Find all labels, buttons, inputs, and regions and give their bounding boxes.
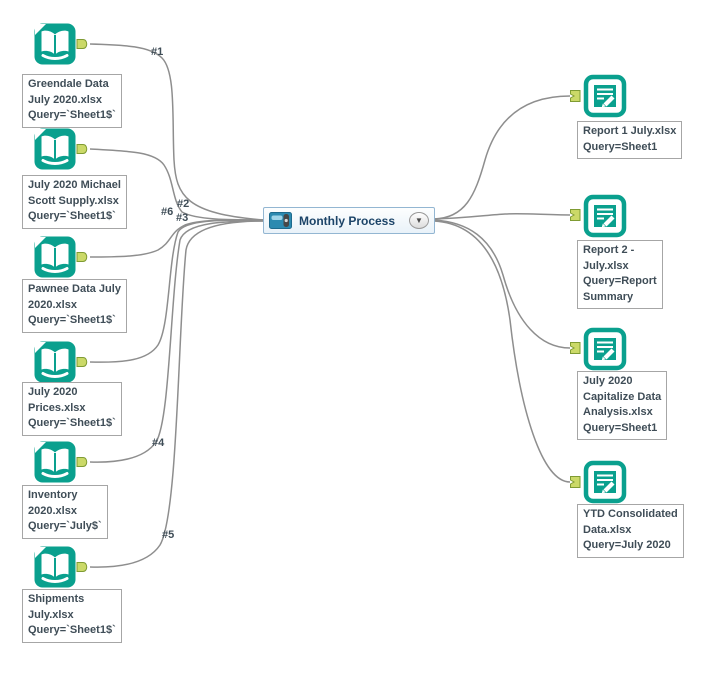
output-anchor[interactable] [76, 37, 90, 51]
annotation-line: Shipments [28, 593, 85, 605]
connection-line[interactable] [89, 220, 265, 568]
output-anchor[interactable] [76, 560, 90, 574]
annotation-line: Greendale Data [28, 78, 109, 90]
input-anchor[interactable] [568, 89, 582, 103]
annotation-line: Pawnee Data July [28, 283, 121, 295]
input-anchor[interactable] [568, 208, 582, 222]
report-pencil-icon [583, 327, 627, 371]
annotation-line: Query=`July$` [28, 520, 102, 532]
output-anchor[interactable] [76, 142, 90, 156]
annotation-line: Query=Sheet1 [583, 421, 658, 434]
annotation-line: YTD Consolidated [583, 508, 678, 520]
input-data-tool[interactable] [33, 127, 77, 171]
book-icon [34, 23, 76, 65]
book-icon [34, 236, 76, 278]
annotation-line: Query=July 2020 [583, 539, 671, 551]
macro-label: Monthly Process [299, 213, 396, 228]
annotation-line: July 2020 [583, 375, 633, 387]
annotation-line: Summary [583, 290, 634, 303]
annotation-line: Query=`Sheet1$` [28, 210, 116, 222]
annotation-line: Query=`Sheet1$` [28, 417, 116, 429]
output-data-tool[interactable] [583, 327, 627, 371]
connection-label: #5 [162, 529, 175, 541]
annotation-line: July.xlsx [583, 259, 629, 272]
input-data-tool[interactable] [33, 235, 77, 279]
input-data-tool[interactable] [33, 22, 77, 66]
output-anchor[interactable] [76, 250, 90, 264]
book-icon [34, 128, 76, 170]
report-pencil-icon [583, 194, 627, 238]
connection-label: #2 [177, 198, 190, 210]
connection-line[interactable] [89, 43, 265, 221]
report-pencil-icon [583, 460, 627, 504]
book-icon [34, 441, 76, 483]
book-icon [34, 546, 76, 588]
annotation-line: Query=Report [583, 275, 657, 287]
report-pencil-icon [583, 74, 627, 118]
output-data-tool[interactable] [583, 194, 627, 238]
connection-label: #4 [152, 437, 165, 449]
annotation-line: Report 1 July.xlsx [583, 125, 677, 137]
annotation-line: Data.xlsx [583, 523, 632, 536]
annotation-line: Query=`Sheet1$` [28, 624, 116, 636]
input-data-tool[interactable] [33, 545, 77, 589]
output-anchor[interactable] [76, 355, 90, 369]
annotation-line: Query=`Sheet1$` [28, 109, 116, 121]
annotation-line: July 2020 [28, 386, 78, 398]
connection-label: #6 [161, 206, 174, 218]
connection-line[interactable] [89, 220, 265, 463]
output-data-tool[interactable] [583, 74, 627, 118]
input-data-tool[interactable] [33, 440, 77, 484]
connection-line[interactable] [89, 148, 265, 221]
annotation-line: 2020.xlsx [28, 298, 77, 311]
annotation-line: July 2020.xlsx [28, 93, 103, 106]
connection-label: #3 [176, 212, 189, 224]
connection-line[interactable] [433, 95, 571, 220]
connection-line[interactable] [433, 219, 571, 349]
macro-slider-icon [269, 212, 292, 229]
input-anchor[interactable] [568, 341, 582, 355]
input-data-tool[interactable] [33, 340, 77, 384]
annotation-line: Scott Supply.xlsx [28, 194, 119, 207]
annotation-line: Capitalize Data [583, 390, 662, 403]
macro-tool-monthly-process[interactable]: Monthly Process ▼ [263, 207, 435, 234]
chevron-down-icon[interactable]: ▼ [409, 212, 429, 229]
input-anchor[interactable] [568, 475, 582, 489]
output-data-tool[interactable] [583, 460, 627, 504]
annotation-line: July.xlsx [28, 608, 74, 621]
connection-label: #1 [151, 46, 164, 58]
annotation-line: Inventory [28, 489, 78, 501]
annotation-line: Query=Sheet1 [583, 140, 658, 153]
annotation-line: Report 2 - [583, 244, 635, 256]
annotation-line: July 2020 Michael [28, 179, 121, 191]
connection-line[interactable] [433, 212, 571, 220]
connection-line[interactable] [433, 220, 571, 483]
book-icon [34, 341, 76, 383]
annotation-line: Prices.xlsx [28, 401, 86, 414]
annotation-line: 2020.xlsx [28, 504, 77, 517]
annotation-line: Analysis.xlsx [583, 406, 653, 418]
output-anchor[interactable] [76, 455, 90, 469]
annotation-line: Query=`Sheet1$` [28, 314, 116, 326]
connection-line[interactable] [89, 219, 265, 363]
